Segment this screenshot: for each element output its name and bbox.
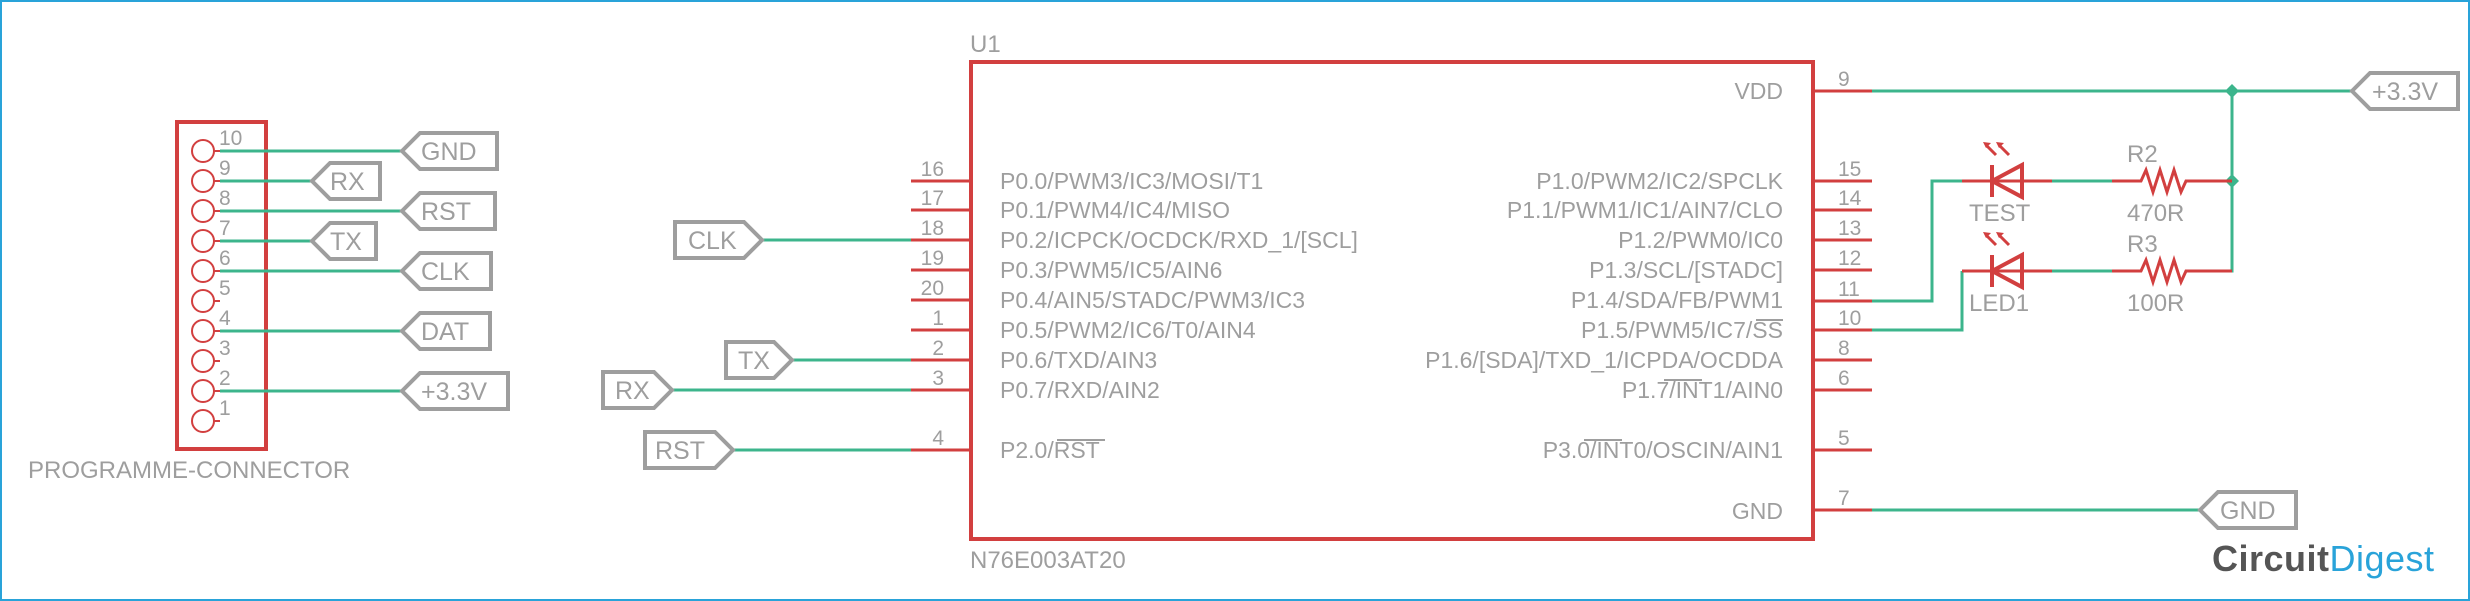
led-ref: LED1 — [1969, 290, 2029, 317]
net-label-gnd — [399, 131, 499, 171]
connector-pin-number: 5 — [219, 277, 231, 300]
net-label-tx — [309, 221, 378, 261]
pin-name: GND — [1732, 498, 1783, 524]
net-label-text: DAT — [421, 318, 469, 346]
pin-number: 8 — [1838, 337, 1850, 360]
pin-name: P0.2/ICPCK/OCDCK/RXD_1/[SCL] — [1000, 227, 1358, 253]
net-label-text: CLK — [688, 227, 737, 255]
pin-name: P1.0/PWM2/IC2/SPCLK — [1536, 168, 1783, 194]
pin-name: P1.2/PWM0/IC0 — [1618, 227, 1783, 253]
net-label-gnd-chip — [2197, 490, 2298, 530]
connector-name: PROGRAMME-CONNECTOR — [28, 457, 350, 484]
connector-wires — [220, 149, 402, 393]
resistor-ref: R2 — [2127, 141, 2158, 168]
resistor-r3: R3 100R — [2112, 231, 2232, 317]
pin-name: P1.1/PWM1/IC1/AIN7/CLO — [1507, 197, 1783, 223]
chip-u1: U1 N76E003AT20 16 17 18 19 20 1 2 3 4 P0… — [911, 31, 1872, 574]
net-label-text: +3.3V — [421, 378, 487, 406]
pin-number: 15 — [1838, 158, 1861, 181]
net-label-text: GND — [2220, 497, 2276, 525]
net-label-text: TX — [330, 228, 362, 256]
led-test: TEST — [1962, 142, 2052, 227]
pin-number: 20 — [921, 277, 944, 300]
pin-number: 17 — [921, 187, 944, 210]
net-label-dat — [399, 311, 492, 351]
pin-number: 3 — [932, 367, 944, 390]
net-label-text: TX — [738, 347, 770, 375]
pin-name: P1.3/SCL/[STADC] — [1589, 257, 1783, 283]
programme-connector: 10 9 8 7 6 5 4 3 2 1 PROGRAMME-CONNECTOR — [28, 120, 350, 484]
resistor-value: 100R — [2127, 290, 2184, 317]
connector-pin-number: 10 — [219, 127, 242, 150]
connector-pin-number: 8 — [219, 187, 231, 210]
pin-number: 6 — [1838, 367, 1850, 390]
net-label-text: RST — [421, 198, 471, 226]
net-label-3v3 — [399, 371, 510, 411]
pin-name: P1.7/INT1/AIN0 — [1622, 377, 1783, 403]
connector-pin-number: 6 — [219, 247, 231, 270]
chip-net-label-tx — [724, 340, 795, 380]
net-label-text: CLK — [421, 258, 470, 286]
net-label-rst — [399, 191, 497, 231]
net-label-text: RX — [330, 168, 365, 196]
pin-number: 7 — [1838, 487, 1850, 510]
chip-ref: U1 — [970, 31, 1001, 58]
connector-pin-number: 9 — [219, 157, 231, 180]
pin-number: 16 — [921, 158, 944, 181]
pin-number: 13 — [1838, 217, 1861, 240]
pin-number: 10 — [1838, 307, 1861, 330]
pin-name: VDD — [1734, 78, 1783, 104]
logo-part2: Digest — [2329, 538, 2435, 579]
resistor-ref: R3 — [2127, 231, 2158, 258]
pin-name: P0.7/RXD/AIN2 — [1000, 377, 1160, 403]
connector-pin-number: 1 — [219, 397, 231, 420]
pin-name: P3.0/INT0/OSCIN/AIN1 — [1543, 437, 1783, 463]
net-label-text: GND — [421, 138, 477, 166]
resistor-value: 470R — [2127, 200, 2184, 227]
chip-part-number: N76E003AT20 — [970, 547, 1126, 574]
net-label-text: +3.3V — [2372, 78, 2438, 106]
pin-number: 11 — [1838, 278, 1860, 301]
resistor-r2: R2 470R — [2112, 141, 2232, 227]
pin-number: 9 — [1838, 68, 1850, 91]
pin-name: P0.6/TXD/AIN3 — [1000, 347, 1157, 373]
pin-name: P1.4/SDA/FB/PWM1 — [1571, 287, 1783, 313]
connector-pin-number: 7 — [219, 217, 231, 240]
chip-left-wires — [672, 238, 911, 452]
pin-name: P0.3/PWM5/IC5/AIN6 — [1000, 257, 1222, 283]
pin-number: 2 — [932, 337, 944, 360]
pin-name: P0.1/PWM4/IC4/MISO — [1000, 197, 1230, 223]
pin-name: P1.5/PWM5/IC7/SS — [1581, 317, 1783, 343]
chip-net-label-rst — [643, 430, 736, 470]
pin-number: 1 — [932, 307, 944, 330]
chip-net-label-clk — [673, 220, 765, 260]
led-led1: LED1 — [1962, 232, 2052, 317]
chip-right-wires — [1872, 89, 2352, 512]
pin-number: 19 — [921, 247, 944, 270]
net-label-vdd-3v3 — [2349, 71, 2460, 111]
net-label-rx — [309, 161, 382, 201]
pin-name: P0.4/AIN5/STADC/PWM3/IC3 — [1000, 287, 1305, 313]
chip-net-label-rx — [601, 370, 675, 410]
circuitdigest-logo: CircuitDigest — [2212, 538, 2435, 580]
connector-pin-number: 4 — [219, 307, 231, 330]
overbars — [1057, 319, 1783, 441]
pin-number: 4 — [932, 427, 944, 450]
pin-name: P1.6/[SDA]/TXD_1/ICPDA/OCDDA — [1425, 347, 1784, 373]
net-label-text: RX — [615, 377, 650, 405]
pin-name: P0.5/PWM2/IC6/T0/AIN4 — [1000, 317, 1256, 343]
pin-name: P2.0/RST — [1000, 437, 1100, 463]
pin-name: P0.0/PWM3/IC3/MOSI/T1 — [1000, 168, 1263, 194]
led-ref: TEST — [1969, 200, 2031, 227]
connector-pin-number: 3 — [219, 337, 231, 360]
pin-number: 18 — [921, 217, 944, 240]
connector-pin-number: 2 — [219, 367, 231, 390]
pin-number: 14 — [1838, 187, 1862, 210]
pin-number: 12 — [1838, 247, 1861, 270]
net-label-text: RST — [655, 437, 705, 465]
logo-part1: Circuit — [2212, 538, 2330, 579]
net-label-clk — [399, 251, 493, 291]
pin-number: 5 — [1838, 427, 1850, 450]
